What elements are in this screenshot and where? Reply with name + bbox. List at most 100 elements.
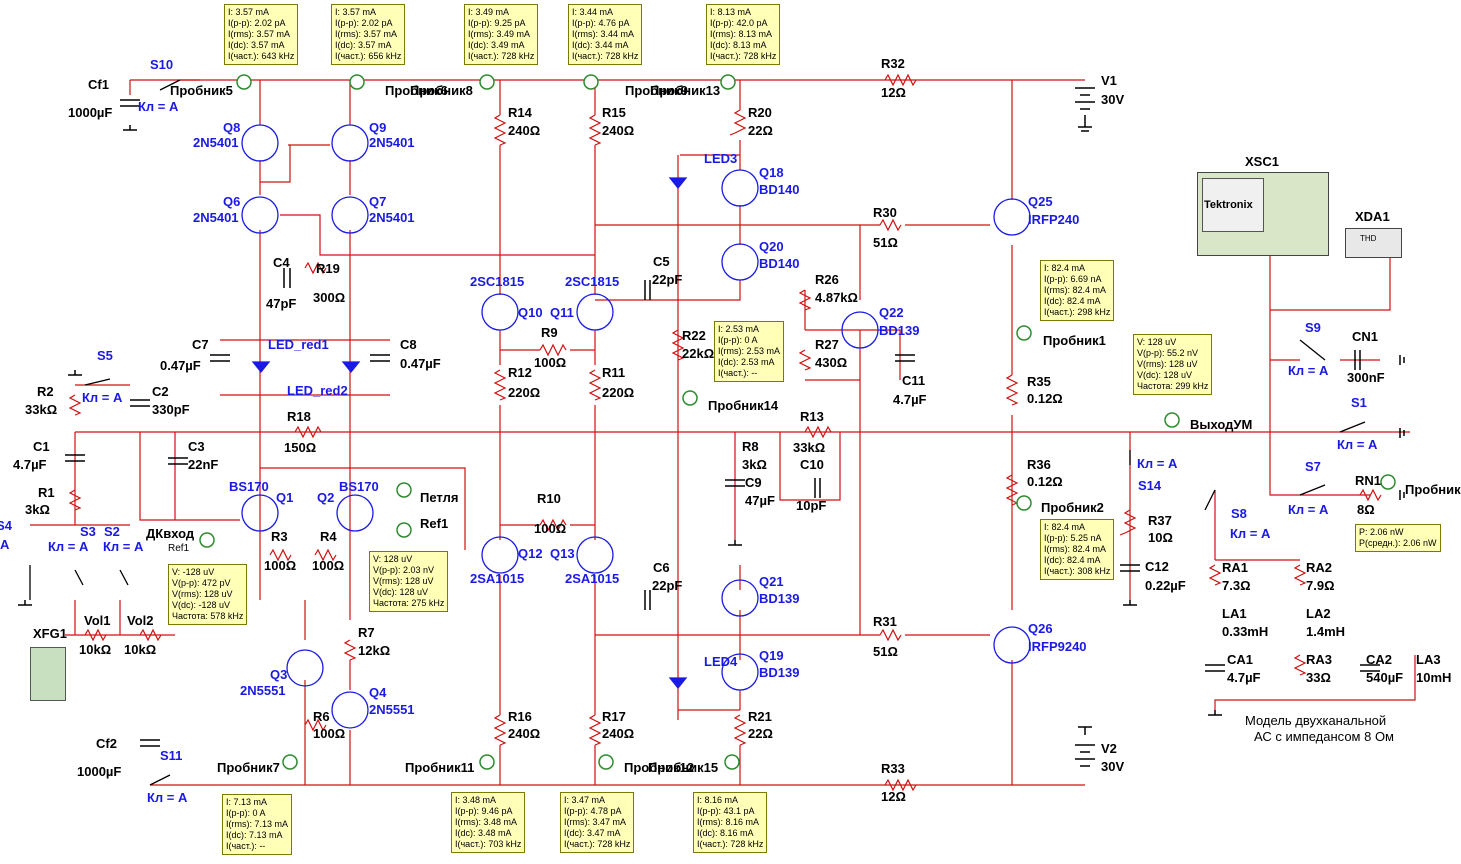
label-q10-type: 2SC1815 (470, 274, 525, 289)
label-q2-type: BS170 (339, 479, 379, 494)
label-q13-type: 2SA1015 (565, 571, 620, 586)
label-s14: S14 (1138, 478, 1162, 493)
label-probe14: Пробник14 (708, 398, 779, 413)
wires (30, 79, 1416, 786)
label-c9: C9 (745, 475, 762, 490)
label-la3-value: 10mH (1416, 670, 1452, 685)
label-s7-key: Кл = A (1288, 502, 1329, 517)
label-s4-key: A (0, 537, 10, 552)
label-la2: LA2 (1306, 606, 1331, 621)
label-r33-value: 12Ω (881, 789, 906, 804)
label-probe1: Пробник1 (1043, 333, 1106, 348)
label-r37-value: 10Ω (1148, 530, 1173, 545)
label-c4-value: 47pF (266, 296, 297, 311)
label-s10: S10 (150, 57, 174, 72)
label-r3: R3 (271, 529, 288, 544)
label-r12-value: 220Ω (508, 385, 541, 400)
label-la1-value: 0.33mH (1222, 624, 1269, 639)
label-s11: S11 (160, 748, 183, 763)
label-xda1: XDA1 (1355, 209, 1390, 224)
label-v2-value: 30V (1101, 759, 1125, 774)
label-q12-type: 2SA1015 (470, 571, 525, 586)
label-cf1: Cf1 (88, 77, 109, 92)
label-r6: R6 (313, 709, 330, 724)
label-cn1-value: 300nF (1347, 370, 1385, 385)
label-vol2-value: 10kΩ (124, 642, 157, 657)
label-q26: Q26 (1028, 621, 1053, 636)
label-rn1-value: 8Ω (1357, 502, 1375, 517)
label-ca2-value: 540µF (1366, 670, 1404, 685)
label-q2: Q2 (317, 490, 335, 505)
label-r19: R19 (316, 261, 340, 276)
distortion-analyzer[interactable]: THD (1345, 228, 1402, 258)
label-r18: R18 (287, 409, 311, 424)
label-r26: R26 (815, 272, 839, 287)
label-cf2: Cf2 (96, 736, 117, 751)
label-s5: S5 (97, 348, 113, 363)
label-r15-value: 240Ω (602, 123, 635, 138)
label-r31-value: 51Ω (873, 644, 898, 659)
label-vol2: Vol2 (127, 613, 154, 628)
function-generator[interactable] (30, 647, 66, 701)
label-r11: R11 (602, 365, 626, 380)
label-s8-key: Кл = A (1230, 526, 1271, 541)
label-q9-type: 2N5401 (369, 135, 415, 150)
label-q20-type: BD140 (759, 256, 800, 271)
label-probe6: Пробник6 (385, 83, 448, 98)
label-xfg1: XFG1 (33, 626, 67, 641)
label-q21: Q21 (759, 574, 784, 589)
label-c9-value: 47µF (745, 493, 775, 508)
label-r7: R7 (358, 625, 375, 640)
label-s3-key: Кл = A (48, 539, 89, 554)
label-c7-value: 0.47µF (160, 358, 201, 373)
oscilloscope-brand: Tektronix (1204, 199, 1253, 211)
label-r22: R22 (682, 328, 706, 343)
label-q3: Q3 (270, 667, 288, 682)
label-loop: Петля (420, 490, 459, 505)
label-s4: S4 (0, 519, 12, 533)
label-r2: R2 (37, 384, 54, 399)
label-s2-key: Кл = A (103, 539, 144, 554)
label-ra1: RA1 (1222, 560, 1249, 575)
thd-label: THD (1360, 234, 1377, 243)
label-q10: Q10 (518, 305, 543, 320)
label-v2: V2 (1101, 741, 1117, 756)
label-probe2: Пробник2 (1041, 500, 1104, 515)
label-probe-rn: Пробник (1405, 482, 1461, 497)
label-c6-value: 22pF (652, 578, 683, 593)
label-r3-value: 100Ω (264, 558, 297, 573)
label-r27: R27 (815, 337, 839, 352)
label-la2-value: 1.4mH (1306, 624, 1346, 639)
label-q6-type: 2N5401 (193, 210, 239, 225)
label-r12: R12 (508, 365, 532, 380)
label-q9: Q9 (369, 120, 387, 135)
label-q4-type: 2N5551 (369, 702, 415, 717)
switch-symbols (29, 79, 1366, 786)
oscilloscope[interactable]: Tektronix (1197, 172, 1329, 256)
label-r35-value: 0.12Ω (1027, 391, 1063, 406)
label-q22-type: BD139 (879, 323, 920, 338)
label-q26-type: IRFP9240 (1028, 639, 1087, 654)
label-q3-type: 2N5551 (240, 683, 286, 698)
label-s2: S2 (104, 524, 120, 539)
label-q18-type: BD140 (759, 182, 800, 197)
label-s1-key: Кл = A (1337, 437, 1378, 452)
label-r21: R21 (748, 709, 772, 724)
label-r35: R35 (1027, 374, 1051, 389)
label-s10-key: Кл = A (138, 99, 179, 114)
label-ca1-value: 4.7µF (1227, 670, 1261, 685)
label-q11: Q11 (550, 305, 574, 320)
label-c3: C3 (188, 439, 205, 454)
label-r30-value: 51Ω (873, 235, 898, 250)
label-r6-value: 100Ω (313, 726, 346, 741)
label-cf2-value: 1000µF (77, 764, 122, 779)
label-probe11: Пробник11 (405, 760, 475, 775)
label-dk-input: ДКвход (146, 526, 195, 541)
speaker-model-caption-2: АС с импедансом 8 Ом (1254, 729, 1394, 744)
label-led4: LED4 (704, 654, 738, 669)
